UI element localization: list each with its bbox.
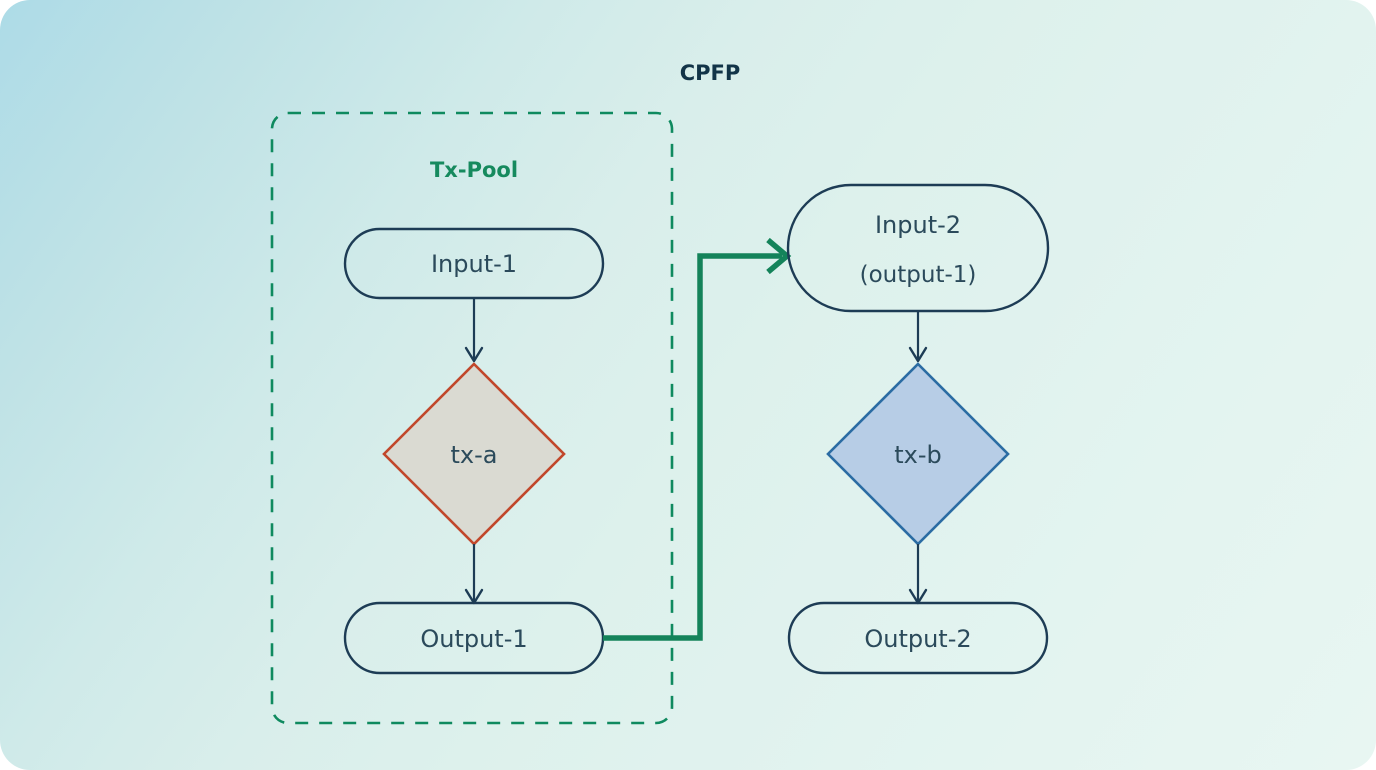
node-input-1[interactable]: Input-1 [343,227,605,300]
node-input-2-shape [786,183,1050,313]
edge-txb-to-output2 [908,544,928,605]
node-output-2-shape [787,601,1049,675]
tx-pool-label: Tx-Pool [430,158,518,182]
edge-output1-to-input2-green [603,237,792,641]
node-output-2-label: Output-2 [864,625,971,653]
node-tx-a[interactable]: tx-a [382,362,566,546]
node-input-2-label-line2: (output-1) [860,262,977,288]
edge-input2-to-txb-arrowhead-icon [908,346,928,363]
edge-output1-to-input2-arrowhead-icon [766,237,792,275]
node-output-1[interactable]: Output-1 [343,601,605,675]
node-input-2[interactable]: Input-2 (output-1) [786,183,1050,313]
node-tx-a-label: tx-a [451,441,498,469]
node-tx-b[interactable]: tx-b [826,362,1010,546]
tx-pool-container [270,111,674,725]
node-input-1-label: Input-1 [431,250,517,278]
edge-input1-to-txa [464,298,484,363]
node-tx-b-label: tx-b [894,441,942,469]
edge-txa-to-output1 [464,544,484,605]
edge-input1-to-txa-arrowhead-icon [464,346,484,363]
node-input-2-label-line1: Input-2 [875,211,961,239]
edge-output1-to-input2-path [603,253,782,641]
page-title: CPFP [680,61,741,85]
edge-input2-to-txb [908,311,928,363]
node-output-1-label: Output-1 [420,625,527,653]
node-output-2[interactable]: Output-2 [787,601,1049,675]
